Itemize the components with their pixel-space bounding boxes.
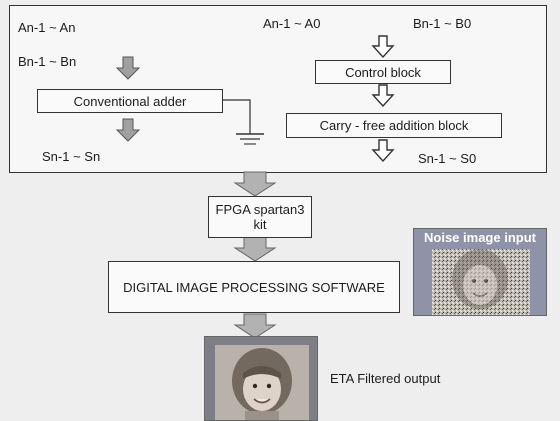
right-input-b: Bn-1 ~ B0 [413,16,472,31]
conventional-adder-block: Conventional adder [37,89,223,113]
software-label: DIGITAL IMAGE PROCESSING SOFTWARE [123,279,385,295]
noise-image-panel: Noise image input [413,228,547,316]
noise-image-title: Noise image input [424,230,536,245]
control-block-label: Control block [345,64,421,80]
ground-wire [223,99,251,134]
arrow-inputs-to-control [372,35,394,58]
filtered-girl-photo [215,345,309,420]
arrow-software-to-output [234,313,276,339]
filtered-output-panel [204,336,318,421]
control-block: Control block [315,60,451,84]
left-input-a: An-1 ~ An [18,20,76,35]
arrow-control-to-carry [372,84,394,107]
fpga-kit-block: FPGA spartan3 kit [208,196,312,238]
right-output: Sn-1 ~ S0 [418,151,477,166]
fpga-label-line1: FPGA spartan3 [215,202,305,217]
arrow-carry-to-output [372,139,394,162]
eta-output-caption: ETA Filtered output [330,371,441,386]
image-processing-software-block: DIGITAL IMAGE PROCESSING SOFTWARE [108,261,400,313]
arrow-frame-to-fpga [234,171,276,197]
arrow-adder-to-output [116,118,140,142]
arrow-fpga-to-software [234,236,276,262]
conventional-adder-label: Conventional adder [73,93,187,109]
left-output: Sn-1 ~ Sn [42,149,101,164]
noisy-girl-photo [432,249,530,315]
left-input-b: Bn-1 ~ Bn [18,54,77,69]
right-input-a: An-1 ~ A0 [263,16,321,31]
carry-free-label: Carry - free addition block [319,118,469,133]
fpga-label-line2: kit [253,217,267,232]
arrow-inputs-to-adder [116,56,140,80]
carry-free-addition-block: Carry - free addition block [286,113,502,138]
